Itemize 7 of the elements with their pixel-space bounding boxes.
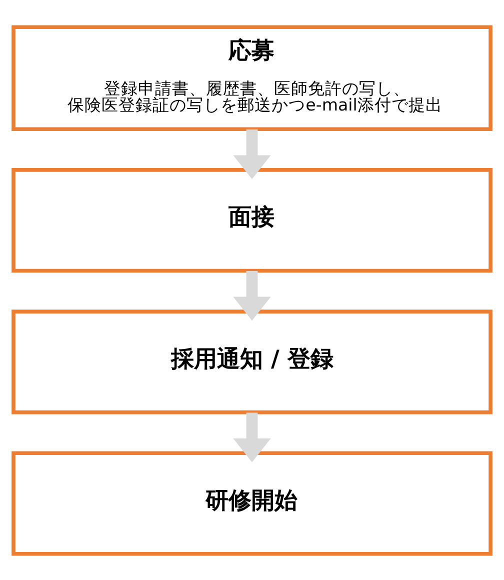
node-box: 面接 <box>12 168 492 272</box>
node-box: 採用通知 / 登録 <box>12 309 492 414</box>
node-box: 研修開始 <box>12 450 492 556</box>
arrow <box>233 128 271 179</box>
arrow <box>233 270 271 320</box>
arrow <box>233 412 271 462</box>
node-box: 応募 登録申請書、履歴書、医師免許の写し、保険医登録証の写しを郵送かつe-mail添付で提出 <box>12 24 492 131</box>
